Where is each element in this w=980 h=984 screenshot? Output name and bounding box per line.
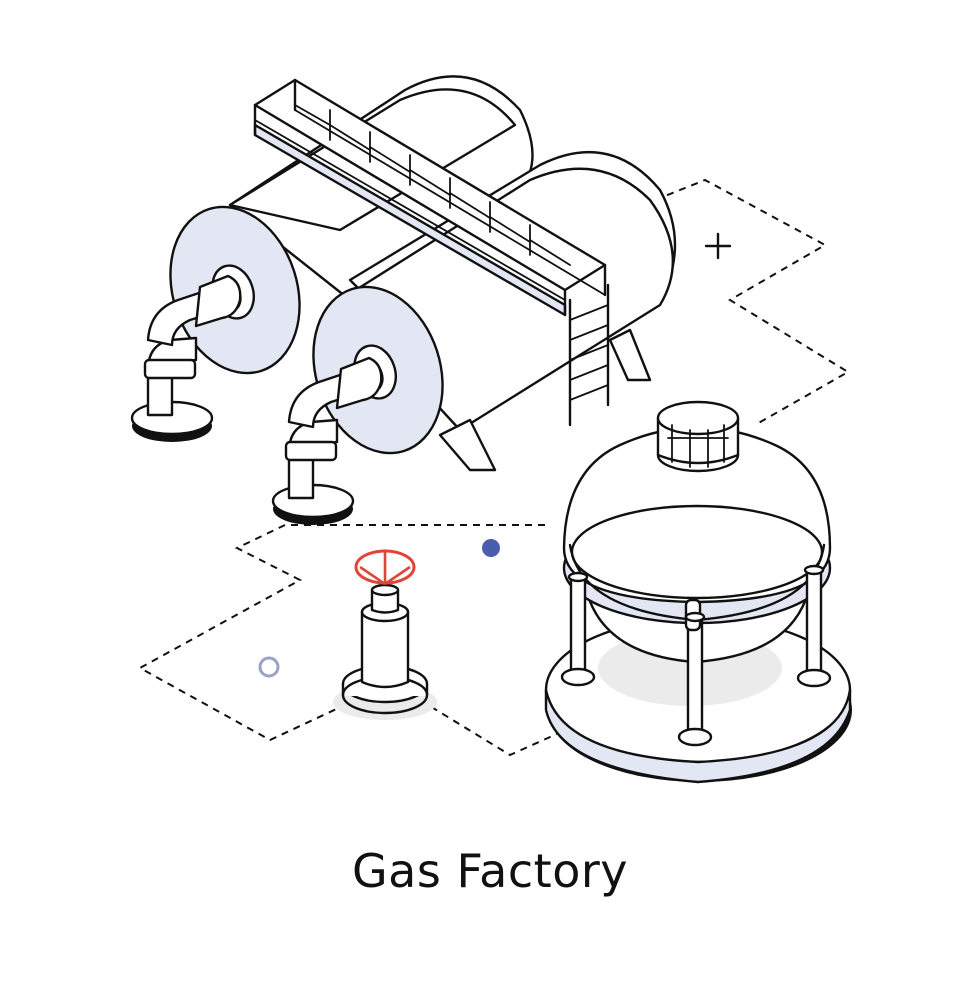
valve-wheel-icon [354, 549, 416, 586]
pipe-elbows [130, 274, 383, 525]
spherical-gas-tank [544, 400, 852, 784]
catwalk-railing [253, 78, 607, 317]
page-title: Gas Factory [352, 844, 628, 898]
blue-dot-icon [482, 539, 500, 557]
valve-pipe [333, 549, 437, 720]
gray-ring-icon [258, 656, 280, 678]
plus-sign-icon [704, 232, 732, 260]
dashed-ground-path [137, 178, 850, 757]
ladder [568, 283, 610, 427]
twin-horizontal-tanks [169, 75, 677, 472]
